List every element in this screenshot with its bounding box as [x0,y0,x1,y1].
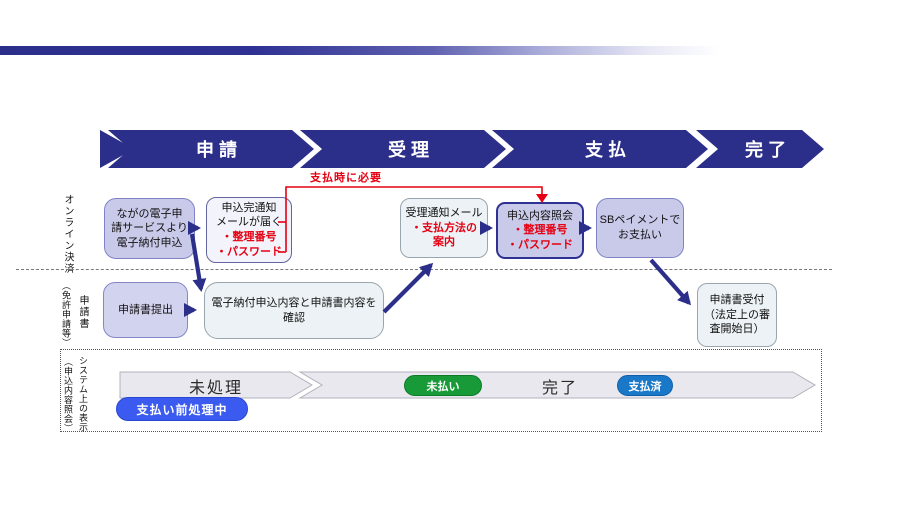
box-submit-application: 申請書提出 [103,282,188,338]
box-text: SBペイメントで お支払い [599,214,681,241]
badge-paid: 支払済 [617,375,673,396]
stage-chevron-apply: 申請 [108,130,314,168]
box-text: 申込完通知 メールが届く [216,201,282,229]
status-text-unprocessed: 未処理 [188,380,243,397]
box-text: 申込内容照会 [507,209,573,222]
status-text-done: 完了 [541,380,578,397]
box-efile-apply: ながの電子申 請サービスより 電子納付申込 [104,198,195,259]
box-text: 電子納付申込内容と申請書内容を 確認 [211,296,377,324]
box-text: 受理通知メール [405,207,483,220]
box-text: 申請書提出 [118,303,173,316]
box-text: 申請書受付 （法定上の審 査開始日） [704,294,770,336]
system-status-dashed-frame [60,349,822,432]
badge-unpaid: 未払い [404,375,482,396]
stage-chevron-complete: 完了 [696,130,824,168]
box-red-detail: ・整理番号 ・パスワード [216,231,282,258]
header-accent-bar [0,46,900,55]
row-label-application-form-sub: （免許申請等） [61,281,71,348]
box-text: ながの電子申 請サービスより 電子納付申込 [111,207,188,249]
stage-chevron-pay: 支払 [492,130,708,168]
row-label-online-payment: オンライン決済 [62,194,73,275]
stage-chevron-accept: 受理 [300,130,506,168]
stage-label: 受理 [388,140,434,160]
badge-preprocessing: 支払い前処理中 [116,397,248,421]
row-label-system-display-sub: （申込内容照会） [63,357,73,433]
box-acceptance-mail: 受理通知メール ・支払方法の 案内 [400,198,488,258]
box-application-inquiry: 申込内容照会 ・整理番号 ・パスワード [496,202,584,259]
box-application-received: 申請書受付 （法定上の審 査開始日） [697,283,777,347]
stage-label: 申請 [196,140,242,160]
row-label-application-form: 申請書 [77,295,88,330]
row-label-system-display: システム上の表示 [78,356,88,432]
stage-label: 支払 [585,140,631,160]
box-red-detail: ・整理番号 ・パスワード [507,224,573,251]
box-confirm-contents: 電子納付申込内容と申請書内容を 確認 [204,282,384,339]
box-completion-mail: 申込完通知 メールが届く ・整理番号 ・パスワード [206,197,292,263]
payment-note-label: 支払時に必要 [310,172,382,184]
row-separator-dashed-line [16,269,832,270]
stage-label: 完了 [745,140,791,160]
box-red-detail: ・支払方法の 案内 [411,221,477,249]
box-sb-payment: SBペイメントで お支払い [596,198,684,258]
